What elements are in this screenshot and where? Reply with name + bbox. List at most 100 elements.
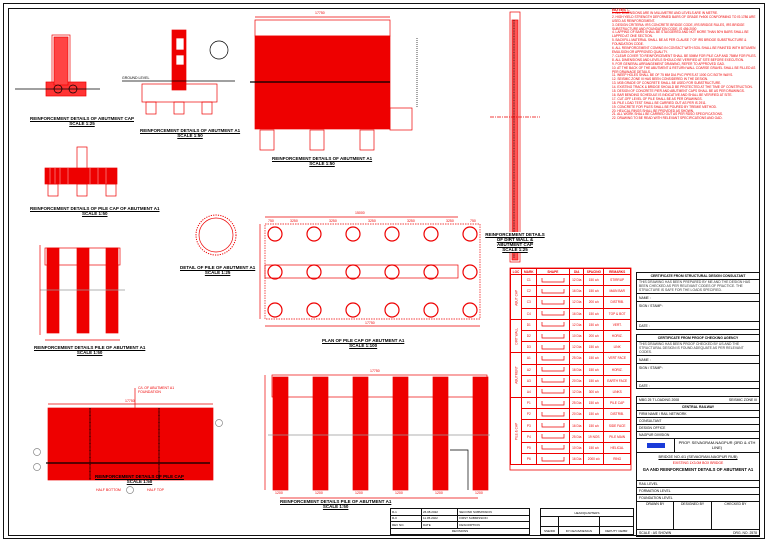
note-item: 15. DESIGN OF CONCRETE PIER AND ABUTMENT…: [612, 89, 745, 94]
revision-cell: FIRST SUBMISSION: [457, 514, 530, 522]
revision-cell: 11.05.2022: [420, 514, 459, 522]
bbs-cell: 16 Dia: [569, 307, 585, 320]
drawing-number: DRG. NO. 2578: [733, 531, 757, 535]
bbs-header: LOC: [510, 268, 522, 275]
bbs-mark: A4: [521, 385, 537, 399]
bbs-mark: P4: [521, 430, 537, 443]
bbs-mark: D2: [521, 329, 537, 343]
bbs-mark: A1: [521, 352, 537, 365]
bbs-cell: 150 c/c: [583, 307, 605, 320]
bbs-cell: VERT FACE: [603, 352, 631, 365]
bbs-shape-icon: [535, 374, 571, 387]
bbs-cell: HORIZ.: [603, 363, 631, 376]
bridge-sub: EXISTING 1X3.0M BOX BRIDGE: [672, 461, 724, 465]
pile-cap-plan-drawing: [259, 216, 481, 327]
pile-circle: [423, 302, 439, 318]
pile-dia-label: 1200: [395, 491, 403, 495]
label-half-bottom: HALF BOTTOM: [96, 488, 121, 492]
pile-dia-label: 1200: [275, 491, 283, 495]
bbs-cell: EARTH FACE: [603, 374, 631, 387]
bbs-cell: 200 c/c: [583, 329, 605, 343]
pile-circle: [462, 302, 478, 318]
bbs-mark: P3: [521, 419, 537, 432]
bbs-cell: 200 c/c: [583, 296, 605, 309]
outer-border: [3, 3, 765, 539]
dim-overall: 17750: [365, 321, 375, 325]
bbs-shape-icon: [535, 441, 571, 455]
title-pile-section: REINFORCEMENT DETAILS PILE OF ABUTMENT A…: [34, 345, 146, 355]
label-found-cl: C/L OF ABUTMENT A1 FOUNDATION: [138, 386, 175, 394]
dim-label: 3250: [407, 219, 415, 223]
tb-line1: FIRM NAME / RAIL NETWORK: [636, 411, 760, 418]
title-pile-circle: DETAIL OF PILE OF ABUTMENT A1 SCALE 1:25: [180, 265, 256, 275]
hq-col: DEPUTY CE/BR: [598, 526, 635, 535]
hq-title: HEADQUARTERS: [540, 508, 634, 517]
bbs-cell: 10 Dia: [569, 329, 585, 343]
dim-cap-total: 15000: [355, 211, 365, 215]
drawing-title: GA AND REINFORCEMENT DETAILS OF ABUTMENT…: [642, 467, 754, 472]
bbs-shape-icon: [535, 385, 571, 399]
bbs-shape-icon: [535, 397, 571, 410]
revision-cell: DATE: [420, 521, 459, 529]
rail-level: RAIL LEVEL: [636, 481, 760, 488]
bbs-cell: VERT.: [603, 318, 631, 331]
note-item: 3. DESIGN CRITERIA: IRS CONCRETE BRIDGE …: [612, 22, 745, 31]
bbs-cell: SIDE FACE: [603, 419, 631, 432]
bbs-cell: 10 Dia: [569, 441, 585, 455]
pile-bar: [312, 376, 329, 491]
notes-panel: NOTES :- 1. ALL DIMENSIONS ARE IN MILLIM…: [612, 8, 762, 121]
cert1-text: THIS DRAWING HAS BEEN PREPARED BY ME AND…: [639, 280, 751, 292]
bbs-cell: 150 c/c: [583, 363, 605, 376]
tb-line4: NAGPUR DIVISION: [636, 432, 760, 439]
bbs-cell: 20 Dia: [569, 374, 585, 387]
note-item: 7. CLEAR COVER TO REINFORCEMENT SHALL BE…: [612, 53, 757, 58]
notes-heading: NOTES :-: [612, 7, 630, 12]
pile-cap-section-drawing: [44, 146, 118, 197]
note-item: 12. SEISMIC ZONE III HAS BEEN CONSIDERED…: [612, 77, 709, 82]
title-cap-plan: PLAN OF PILE CAP OF ABUTMENT A1 SCALE 1:…: [322, 338, 405, 348]
bbs-mark: D3: [521, 341, 537, 354]
bbs-cell: 150 c/c: [583, 273, 605, 287]
note-item: 18. PILE LOAD TEST SHALL BE CARRIED OUT …: [612, 100, 707, 105]
pile-dia-label: 1200: [475, 491, 483, 495]
note-item: 20. HELICAL RINGS SHALL BE PROVIDED AS S…: [612, 108, 694, 113]
bbs-shape-icon: [535, 352, 571, 365]
title-foundation: REINFORCEMENT DETAILS OF PILE CAP SCALE …: [95, 474, 184, 484]
bbs-cell: PILE CAP: [603, 397, 631, 410]
bbs-cell: 2000 c/c: [583, 452, 605, 466]
title-elevation: REINFORCEMENT DETAILS OF ABUTMENT A1 SCA…: [272, 156, 373, 166]
project-row: PROP. SEVAGRAM-NAGPUR (3RD & 4TH LINE): [636, 439, 760, 453]
bbs-cell: DISTRIB.: [603, 296, 631, 309]
title-cap-section: REINFORCEMENT DETAILS OF ABUTMENT CAP SC…: [30, 116, 134, 126]
bbs-cell: 12 Dia: [569, 341, 585, 354]
bbs-cell: 150 c/c: [583, 285, 605, 298]
bbs-shape-icon: [535, 273, 571, 287]
pile-circle-detail: [195, 214, 237, 256]
label-half-top: HALF TOP: [147, 488, 164, 492]
bbs-shape-icon: [535, 452, 571, 466]
bbs-group: ABUTMENT: [510, 352, 522, 398]
bbs-cell: TOP & BOT: [603, 307, 631, 320]
note-item: 19. CONCRETE FOR PILES SHALL BE POURED B…: [612, 104, 717, 109]
cert1-sign: SIGN / STAMP :: [637, 301, 759, 321]
pile-dia-label: 1200: [315, 491, 323, 495]
note-item: 9. FOR GENERAL ARRANGEMENT DRAWING, REFE…: [612, 61, 725, 66]
tb-line2: CONSULTANT: [636, 418, 760, 425]
certificate-design: CERTIFICATE FROM STRUCTURAL DESIGN CONSU…: [636, 272, 760, 331]
bbs-cell: 12 Dia: [569, 318, 585, 331]
bbs-mark: C4: [521, 307, 537, 320]
